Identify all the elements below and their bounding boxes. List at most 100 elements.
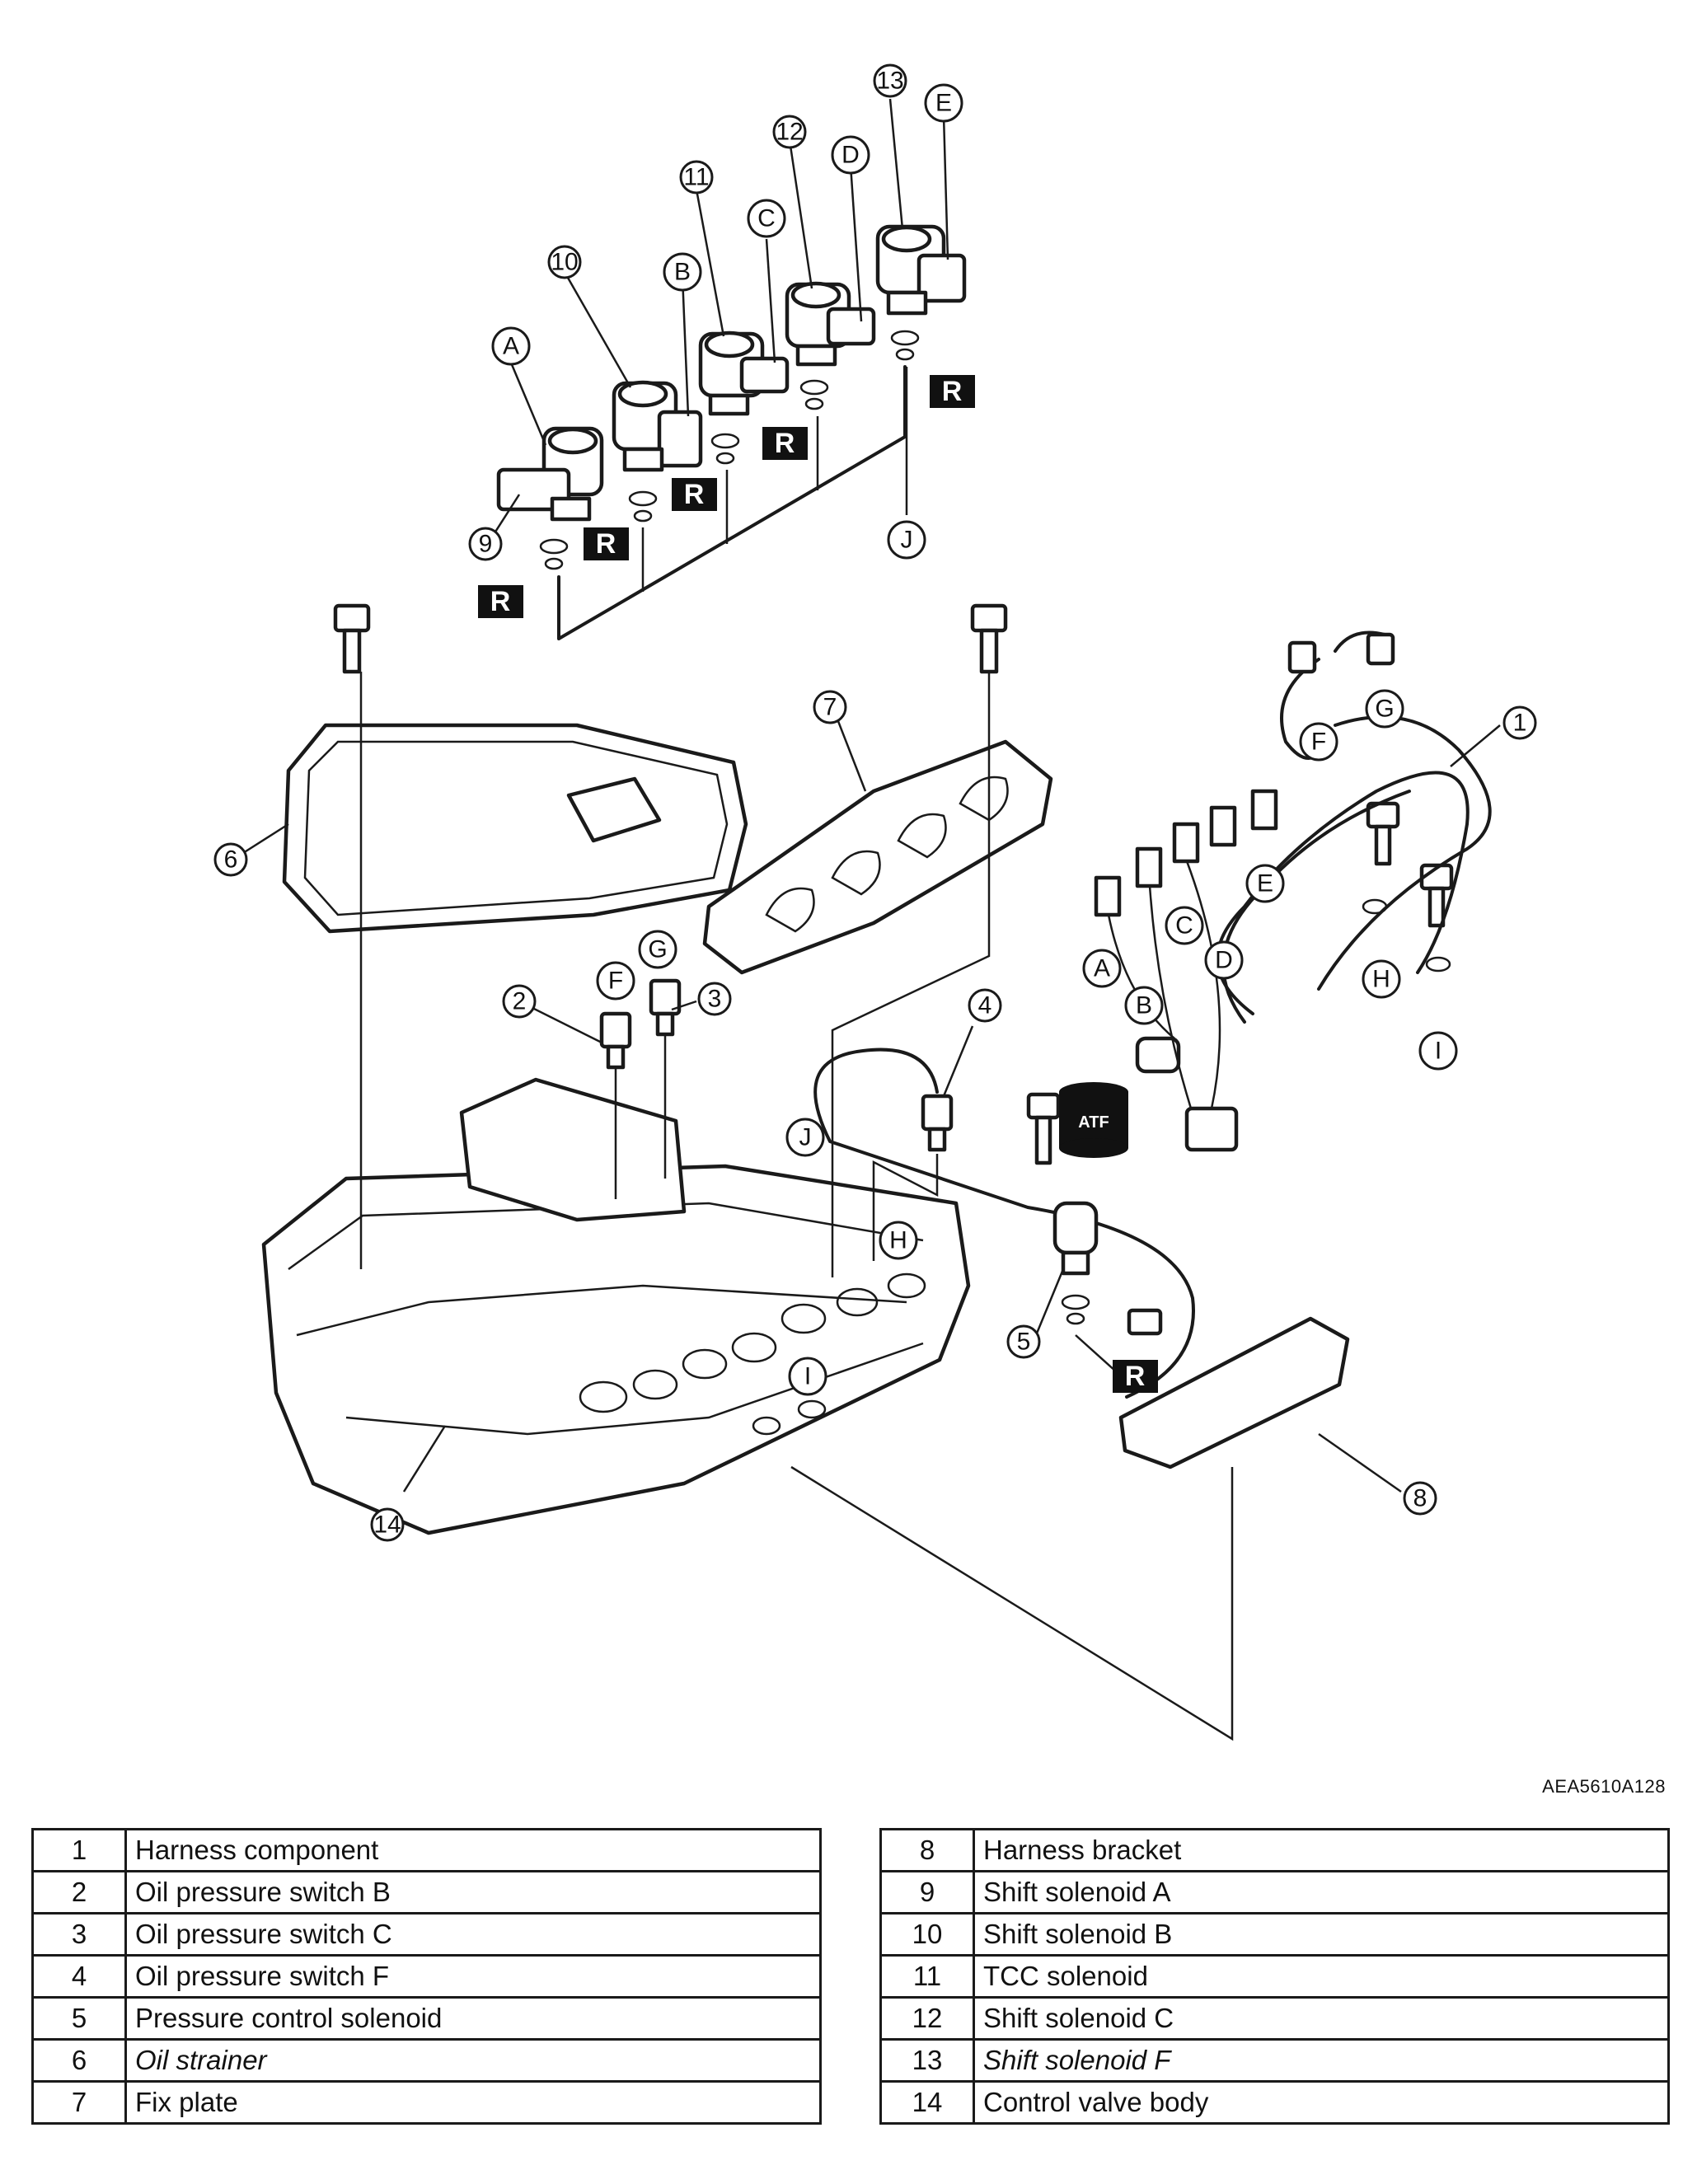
svg-text:E: E	[935, 90, 952, 117]
svg-text:H: H	[1372, 966, 1390, 993]
svg-text:1: 1	[1513, 710, 1527, 737]
valve-bores	[579, 1272, 926, 1436]
figure-code: AEA5610A128	[1542, 1776, 1666, 1797]
letter-j-top: J	[887, 520, 926, 560]
legend-description: Shift solenoid B	[973, 1912, 1670, 1957]
legend-number: 2	[31, 1870, 127, 1915]
legend-number: 4	[31, 1954, 127, 1999]
callout-11: 11	[679, 160, 714, 194]
letter-h-harness: H	[1362, 959, 1401, 999]
legend-number: 7	[31, 2080, 127, 2125]
replace-badge-1: R	[478, 585, 523, 618]
o-rings	[539, 330, 920, 570]
svg-text:12: 12	[776, 119, 803, 146]
legend-number: 9	[879, 1870, 975, 1915]
svg-text:A: A	[503, 333, 519, 360]
svg-text:6: 6	[224, 846, 238, 874]
replace-badge-6: R	[1113, 1360, 1158, 1393]
legend-number: 13	[879, 2038, 975, 2083]
legend-description: Oil strainer	[124, 2038, 822, 2083]
svg-text:10: 10	[551, 249, 578, 276]
harness-bracket-drawing	[1118, 1316, 1350, 1607]
legend-description: Harness bracket	[973, 1828, 1670, 1872]
letter-b-top: B	[663, 252, 702, 292]
pressure-control-solenoid-drawing	[1052, 1201, 1163, 1336]
svg-text:A: A	[1094, 955, 1110, 982]
solenoid-group	[491, 98, 967, 640]
svg-text:R: R	[942, 376, 963, 407]
legend-description: Oil pressure switch F	[124, 1954, 822, 1999]
svg-text:R: R	[490, 586, 511, 617]
callout-5: 5	[1006, 1324, 1041, 1359]
svg-text:C: C	[757, 205, 776, 232]
legend-number: 8	[879, 1828, 975, 1872]
legend-number: 10	[879, 1912, 975, 1957]
shift-solenoid-b-drawing	[612, 380, 703, 472]
svg-text:11: 11	[683, 164, 709, 191]
legend-number: 5	[31, 1996, 127, 2041]
callout-8: 8	[1403, 1481, 1437, 1516]
svg-text:I: I	[804, 1363, 811, 1390]
svg-text:G: G	[648, 936, 667, 963]
letter-a-top: A	[491, 326, 531, 366]
svg-text:G: G	[1375, 696, 1394, 723]
callout-14: 14	[370, 1507, 405, 1542]
svg-text:B: B	[1136, 992, 1152, 1019]
svg-text:F: F	[608, 968, 623, 995]
legend-description: Oil pressure switch B	[124, 1870, 822, 1915]
legend-description: Control valve body	[973, 2080, 1670, 2125]
bolts	[333, 603, 1454, 1165]
callout-9: 9	[468, 527, 503, 561]
letter-d-harness: D	[1204, 940, 1244, 980]
legend-number: 14	[879, 2080, 975, 2125]
atf-bottle-icon: ATF	[1059, 1082, 1128, 1158]
letter-h-body: H	[879, 1221, 918, 1260]
harness-component-drawing	[1094, 630, 1492, 1152]
tcc-solenoid-drawing	[698, 330, 790, 416]
svg-text:H: H	[889, 1227, 907, 1254]
legend-description: Harness component	[124, 1828, 822, 1872]
letter-i-harness: I	[1418, 1031, 1458, 1071]
svg-text:3: 3	[708, 986, 722, 1013]
legend-number: 6	[31, 2038, 127, 2083]
replace-badge-4: R	[762, 427, 808, 460]
callout-3: 3	[697, 982, 732, 1016]
letter-a-harness: A	[1082, 949, 1122, 988]
legend-number: 1	[31, 1828, 127, 1872]
svg-text:8: 8	[1413, 1485, 1427, 1512]
shift-solenoid-a-drawing	[496, 426, 604, 522]
legend-description: Shift solenoid C	[973, 1996, 1670, 2041]
legend-description: Oil pressure switch C	[124, 1912, 822, 1957]
letter-c-top: C	[747, 199, 786, 238]
callout-1: 1	[1502, 705, 1537, 740]
legend-description: Shift solenoid A	[973, 1870, 1670, 1915]
svg-text:J: J	[799, 1124, 812, 1151]
replace-badge-3: R	[672, 478, 717, 511]
legend-number: 11	[879, 1954, 975, 1999]
exploded-view-diagram: ATF 1 2 3 4 5 6 7 8	[213, 63, 1537, 1741]
svg-text:7: 7	[823, 694, 837, 721]
letter-d-top: D	[831, 135, 870, 175]
callout-7: 7	[813, 690, 847, 724]
svg-text:B: B	[674, 259, 691, 286]
legend-number: 3	[31, 1912, 127, 1957]
letter-f-harness: F	[1299, 722, 1338, 762]
svg-text:D: D	[841, 142, 860, 169]
oil-pressure-switches-drawing	[359, 672, 991, 1277]
legend-description: Fix plate	[124, 2080, 822, 2125]
legend-description: Pressure control solenoid	[124, 1996, 822, 2041]
control-valve-body-drawing	[261, 1077, 1234, 1741]
svg-text:R: R	[775, 428, 795, 459]
svg-text:R: R	[596, 528, 616, 560]
callout-12: 12	[772, 115, 807, 149]
svg-text:2: 2	[513, 988, 527, 1015]
